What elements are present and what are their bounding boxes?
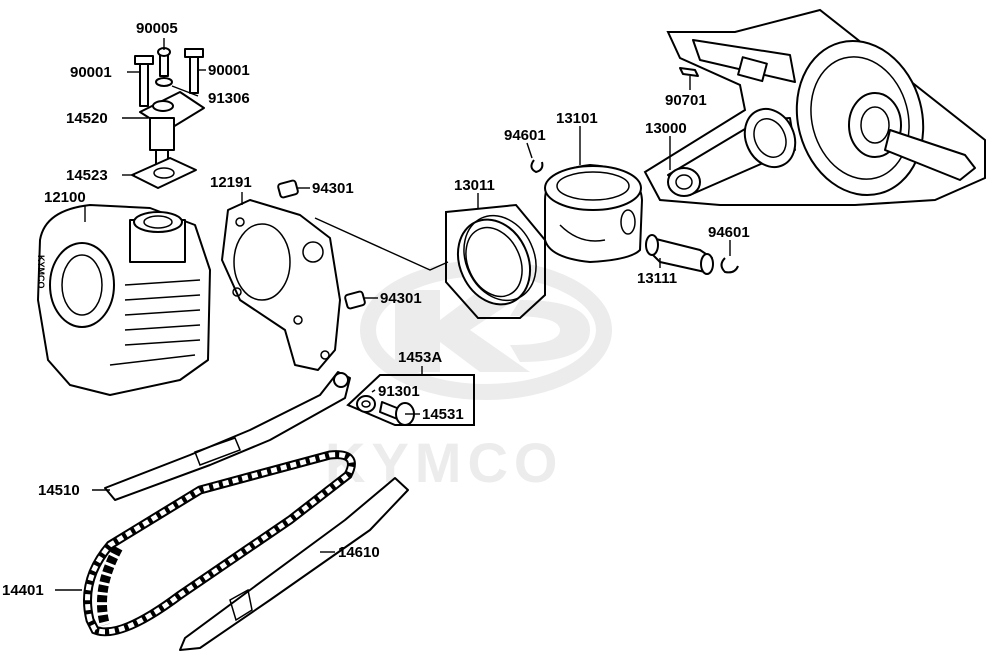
washer (155, 77, 173, 87)
tensioner-slipper (104, 371, 351, 501)
cylinder-stamp: KYMCO (36, 255, 46, 289)
circlip-lower (720, 257, 739, 274)
label-90005: 90005 (136, 20, 178, 37)
label-13111: 13111 (637, 270, 677, 287)
label-91306: 91306 (208, 90, 250, 107)
circlip-upper (530, 159, 544, 173)
label-13011: 13011 (454, 177, 495, 194)
crankshaft-group (643, 8, 986, 206)
dowel-pin-lower (344, 290, 366, 310)
label-14610: 14610 (338, 544, 380, 561)
woodruff-key (679, 67, 699, 77)
label-14523: 14523 (66, 167, 108, 184)
label-12100: 12100 (44, 189, 86, 206)
label-90001-right: 90001 (208, 62, 250, 79)
pivot-washer (356, 395, 376, 413)
label-12191: 12191 (210, 174, 252, 191)
chain-guide (179, 477, 409, 651)
tensioner-gasket (131, 157, 197, 189)
cylinder: KYMCO (36, 204, 211, 396)
piston-rings-group (445, 203, 546, 319)
piston-pin (645, 234, 714, 275)
piston (544, 164, 643, 263)
label-14531: 14531 (422, 406, 464, 423)
label-14520: 14520 (66, 110, 108, 127)
label-94601-upper: 94601 (504, 127, 546, 144)
label-1453A: 1453A (398, 349, 442, 366)
label-91301: 91301 (378, 383, 420, 400)
watermark-brand-text: KYMCO (325, 431, 563, 494)
bolt-right (189, 54, 199, 94)
label-14401: 14401 (2, 582, 44, 599)
dowel-pin-upper (277, 179, 299, 199)
bolt-left (139, 61, 149, 107)
label-14510: 14510 (38, 482, 80, 499)
cam-chain (83, 450, 356, 637)
tensioner-assembly (131, 47, 205, 189)
label-90001-left: 90001 (70, 64, 112, 81)
label-90701: 90701 (665, 92, 707, 109)
cylinder-gasket (221, 199, 341, 371)
label-94301-lower: 94301 (380, 290, 422, 307)
label-94601-lower: 94601 (708, 224, 750, 241)
label-13000: 13000 (645, 120, 687, 137)
label-94301-upper: 94301 (312, 180, 354, 197)
cylinder-bore (49, 242, 115, 328)
label-13101: 13101 (556, 110, 598, 127)
